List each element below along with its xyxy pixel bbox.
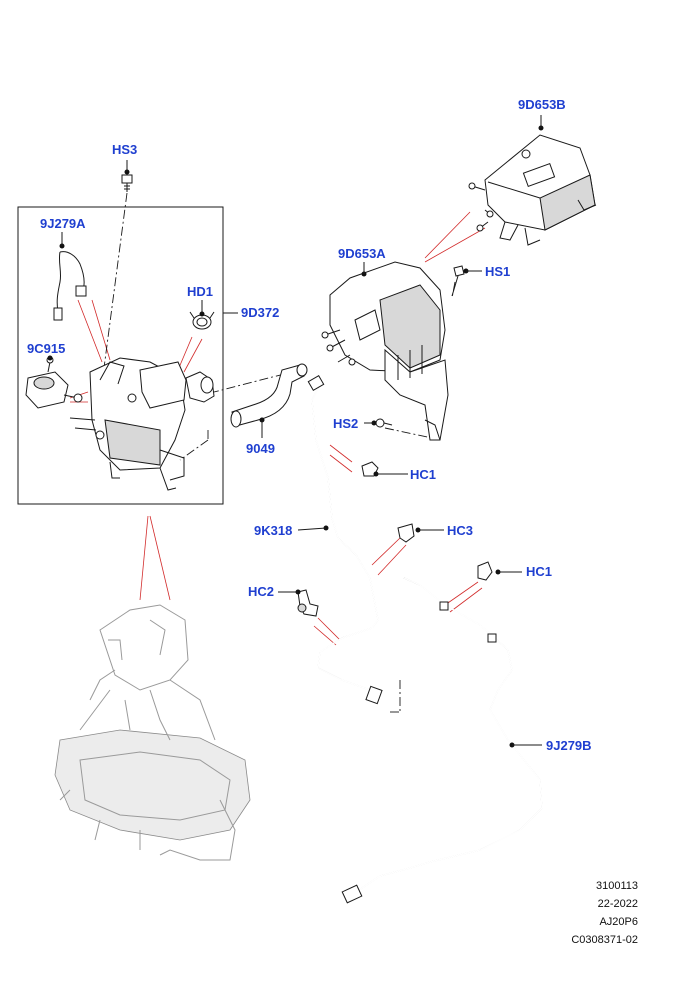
clip-hc3: [397, 523, 415, 543]
callout-hc1-b[interactable]: HC1: [526, 564, 553, 579]
clip-hc2: [297, 589, 319, 617]
footer-line-1: 3100113: [595, 880, 638, 892]
bolt-hs3: [121, 174, 133, 192]
callout-hc3[interactable]: HC3: [447, 523, 474, 538]
canister-9d653a: [321, 261, 449, 441]
dash-dot-leaders: [103, 192, 456, 713]
vehicle-overview: [54, 604, 251, 861]
callout-hs2[interactable]: HS2: [333, 416, 359, 431]
hose-9j279a: [53, 251, 87, 321]
callout-9d653a[interactable]: 9D653A: [338, 246, 386, 261]
callout-hd1[interactable]: HD1: [187, 284, 214, 299]
callout-9k318[interactable]: 9K318: [254, 523, 293, 538]
canister-9d653b: [468, 134, 597, 246]
bolt-hs1: [451, 265, 465, 297]
callout-hc1-a[interactable]: HC1: [410, 467, 437, 482]
callout-9049[interactable]: 9049: [246, 441, 275, 456]
callout-hc2[interactable]: HC2: [248, 584, 275, 599]
callout-hs1[interactable]: HS1: [485, 264, 511, 279]
line-9j279b: [341, 577, 543, 904]
clip-hc1-b: [477, 561, 493, 581]
callout-9d653b[interactable]: 9D653B: [518, 97, 566, 112]
footer-line-3: AJ20P6: [599, 916, 638, 928]
footer-line-4: C0308371-02: [571, 934, 638, 946]
bolt-hs2: [375, 418, 393, 428]
callout-9j279b[interactable]: 9J279B: [546, 738, 592, 753]
callout-9c915[interactable]: 9C915: [27, 341, 66, 356]
callout-9j279a[interactable]: 9J279A: [40, 216, 86, 231]
callout-hs3[interactable]: HS3: [112, 142, 138, 157]
pump-9c915: [25, 356, 83, 409]
fuel-line-9k318: [307, 374, 383, 705]
footer-line-2: 22-2022: [597, 898, 638, 910]
red-leaders: [69, 211, 486, 646]
callout-9d372[interactable]: 9D372: [241, 305, 280, 320]
hose-9049: [230, 363, 308, 428]
inset-frame: [17, 206, 224, 505]
assembly-9d372: [69, 357, 215, 491]
black-leaders: [49, 115, 542, 746]
